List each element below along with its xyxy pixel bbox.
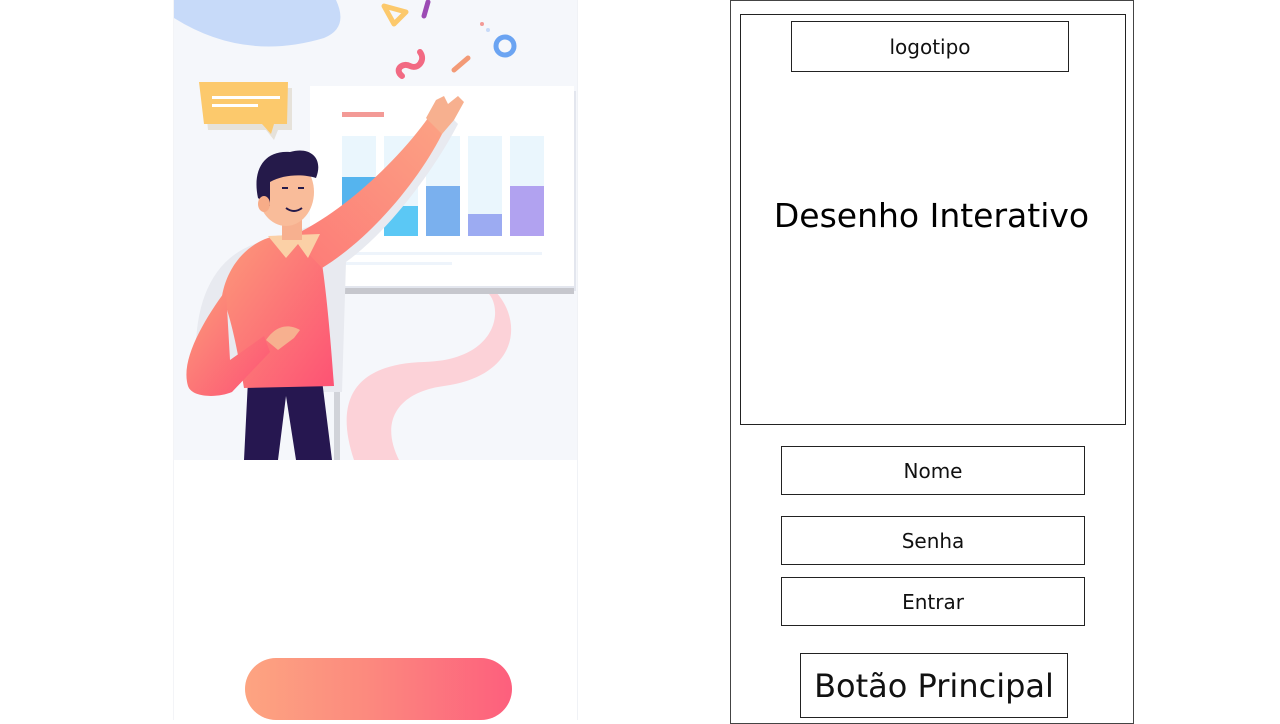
primary-action-button[interactable] [245, 658, 512, 720]
chart-baseline [342, 262, 452, 265]
decor-swoosh [346, 290, 512, 460]
character-hair [256, 150, 319, 206]
hero-illustration [174, 0, 577, 460]
enter-button[interactable]: Entrar [781, 577, 1085, 626]
chart-baseline [342, 252, 542, 255]
confetti-squiggle [395, 49, 426, 79]
logo-placeholder: logotipo [791, 21, 1069, 72]
decor-arc [174, 0, 341, 47]
mobile-mockup [174, 0, 577, 720]
character-arm-raised [292, 118, 444, 268]
character-arm-left [186, 290, 270, 396]
confetti-ring [493, 34, 517, 58]
chart-bar [468, 214, 502, 236]
character-hand [266, 326, 300, 350]
character-hand-raised [426, 96, 464, 134]
character-smile [285, 207, 303, 212]
speech-bubble [199, 82, 288, 134]
character-collar [268, 234, 320, 258]
interactive-drawing-label: Desenho Interativo [773, 196, 1090, 235]
confetti-stick [421, 0, 431, 19]
interactive-drawing-area [740, 14, 1126, 425]
password-field[interactable]: Senha [781, 516, 1085, 565]
speech-bubble-line [212, 96, 280, 99]
confetti-dot [480, 22, 484, 26]
chart-bar [426, 186, 460, 236]
speech-bubble-line [212, 104, 258, 107]
confetti-dot [486, 28, 490, 32]
confetti-dash [451, 55, 471, 73]
name-field[interactable]: Nome [781, 446, 1085, 495]
character-ear [258, 196, 270, 212]
main-button[interactable]: Botão Principal [800, 653, 1068, 718]
chart-bar [510, 186, 544, 236]
confetti-triangle [381, 3, 409, 27]
whiteboard-stand [334, 288, 574, 294]
character-legs [244, 380, 332, 460]
whiteboard-title-line [342, 112, 384, 117]
